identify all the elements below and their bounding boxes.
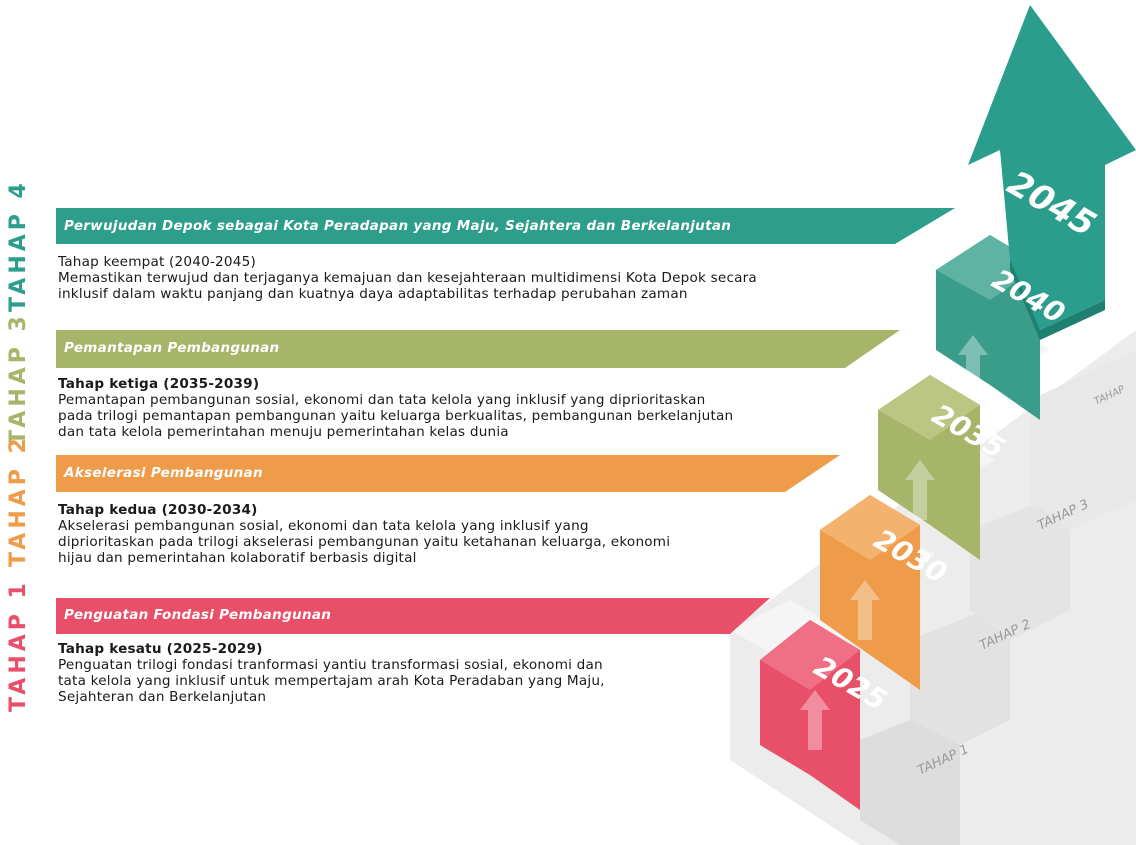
description-tahap-1: Tahap kesatu (2025-2029) Penguatan trilo…	[58, 641, 718, 705]
step-wall-1	[860, 700, 960, 845]
body-tahap-2: Akselerasi pembangunan sosial, ekonomi d…	[58, 518, 671, 566]
banner-tahap-2: Akselerasi Pembangunan	[64, 465, 263, 481]
step-wall-4	[1030, 350, 1136, 530]
banner-bg-tahap-4	[56, 208, 955, 244]
heading-tahap-2: Tahap kedua (2030-2034)	[58, 502, 258, 518]
body-tahap-1: Penguatan trilogi fondasi tranformasi ya…	[58, 657, 605, 705]
heading-tahap-4: Tahap keempat (2040-2045)	[58, 254, 256, 270]
up-arrow-icon	[958, 335, 988, 385]
banner-bg-tahap-2	[56, 455, 840, 492]
heading-tahap-1: Tahap kesatu (2025-2029)	[58, 641, 263, 657]
description-tahap-2: Tahap kedua (2030-2034) Akselerasi pemba…	[58, 502, 798, 566]
description-tahap-3: Tahap ketiga (2035-2039) Pemantapan pemb…	[58, 376, 858, 440]
up-arrow-icon	[905, 460, 935, 520]
body-tahap-3: Pemantapan pembangunan sosial, ekonomi d…	[58, 392, 734, 440]
banner-bg-tahap-3	[56, 330, 900, 368]
banner-tahap-1: Penguatan Fondasi Pembangunan	[64, 607, 332, 623]
banner-tahap-3: Pemantapan Pembangunan	[64, 340, 280, 356]
heading-tahap-3: Tahap ketiga (2035-2039)	[58, 376, 260, 392]
banner-bg-tahap-1	[56, 598, 770, 634]
body-tahap-4: Memastikan terwujud dan terjaganya kemaj…	[58, 270, 757, 302]
step-wall-2	[910, 600, 1010, 745]
arrow-2045	[968, 5, 1136, 330]
up-arrow-icon	[800, 690, 830, 750]
banner-tahap-4: Perwujudan Depok sebagai Kota Peradapan …	[64, 218, 732, 234]
description-tahap-4: Tahap keempat (2040-2045) Memastikan ter…	[58, 254, 878, 302]
step-wall-3	[970, 490, 1070, 640]
up-arrow-icon	[850, 580, 880, 640]
